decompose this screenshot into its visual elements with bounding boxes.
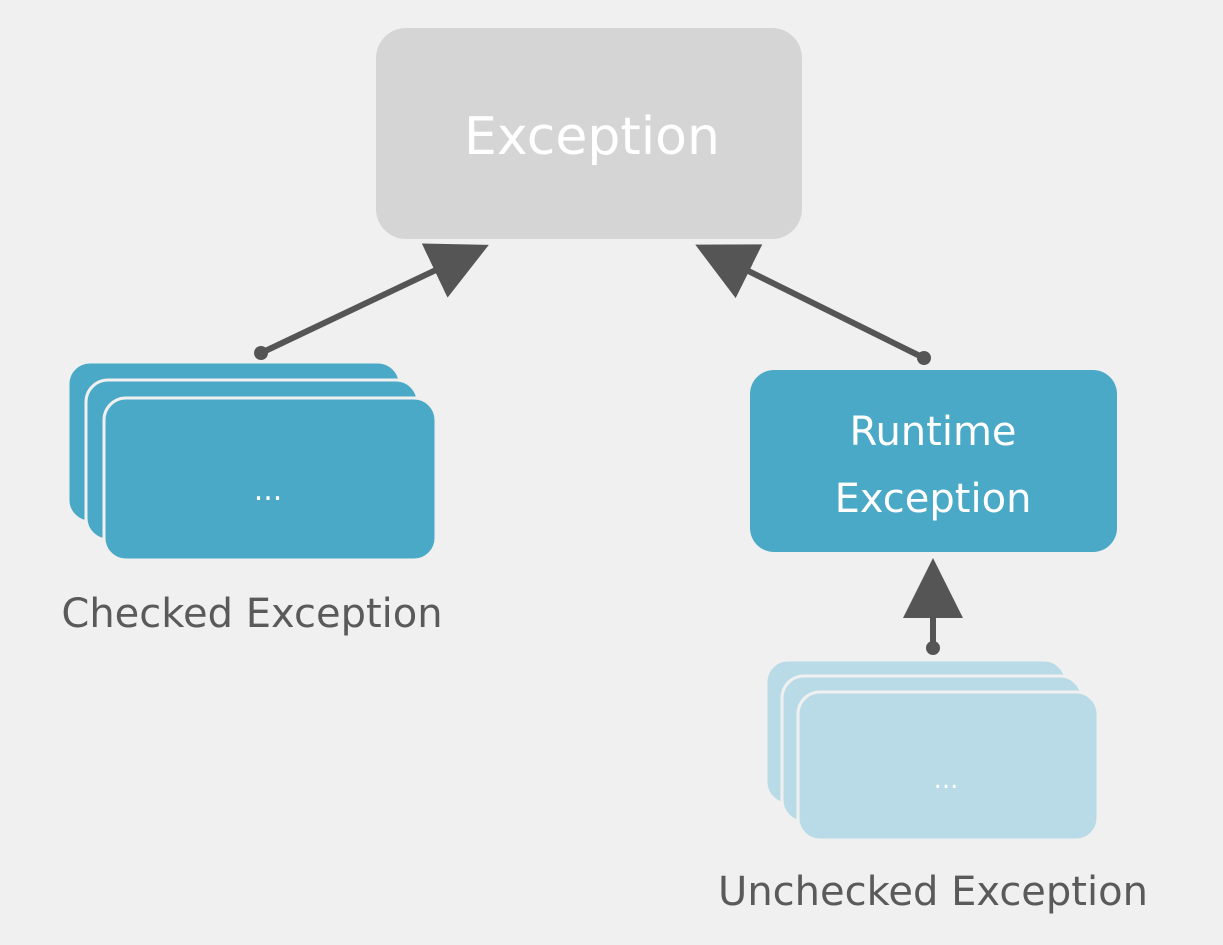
exception-box (376, 28, 802, 239)
arrow-checked-to-exception-origin (254, 346, 268, 360)
arrows (254, 243, 963, 655)
unchecked-stack-card-front (796, 690, 1100, 842)
unchecked-exception-caption: Unchecked Exception (718, 869, 1148, 915)
unchecked-exception-stack: ... (764, 658, 1100, 842)
exception-label: Exception (464, 107, 720, 167)
runtime-exception-node: Runtime Exception (750, 370, 1117, 552)
checked-stack-card-front (102, 396, 438, 562)
exception-node: Exception (376, 28, 802, 239)
arrow-runtime-to-exception-origin (917, 351, 931, 365)
arrow-checked-to-exception (259, 243, 489, 356)
runtime-exception-label-line1: Runtime (849, 409, 1016, 455)
checked-exception-stack: ... (66, 360, 438, 562)
checked-stack-ellipsis: ... (254, 473, 283, 508)
checked-exception-caption: Checked Exception (61, 591, 442, 637)
runtime-exception-label-line2: Exception (835, 476, 1032, 522)
arrow-runtime-to-exception (695, 244, 926, 361)
runtime-exception-box (750, 370, 1117, 552)
arrow-unchecked-to-runtime-origin (926, 641, 940, 655)
unchecked-stack-ellipsis: ... (934, 765, 959, 795)
